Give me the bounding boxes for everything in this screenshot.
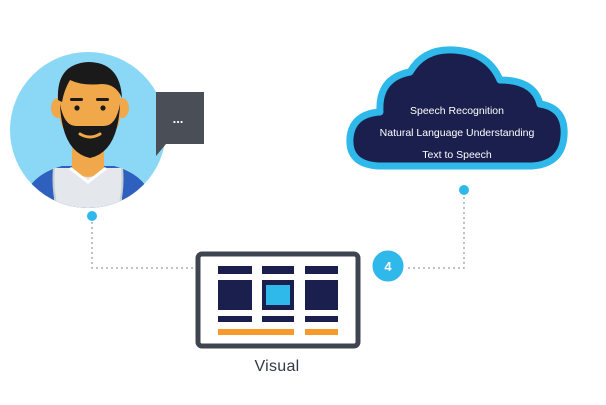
speech-bubble-text: ... (173, 111, 184, 126)
visual-display-icon (195, 251, 361, 349)
speech-bubble-icon: ... (156, 92, 204, 156)
connector-user-to-device (87, 211, 198, 269)
person-avatar-icon (10, 52, 166, 208)
connector-cloud-to-device (404, 185, 469, 269)
cloud-icon: Speech Recognition Natural Language Unde… (346, 46, 568, 170)
cloud-service-speech-recognition: Speech Recognition (410, 105, 504, 117)
step-badge: 4 (369, 247, 407, 285)
step-number: 4 (384, 259, 392, 274)
cloud-service-tts: Text to Speech (422, 149, 492, 161)
device-label: Visual (254, 358, 300, 375)
cloud-service-nlu: Natural Language Understanding (380, 127, 535, 139)
